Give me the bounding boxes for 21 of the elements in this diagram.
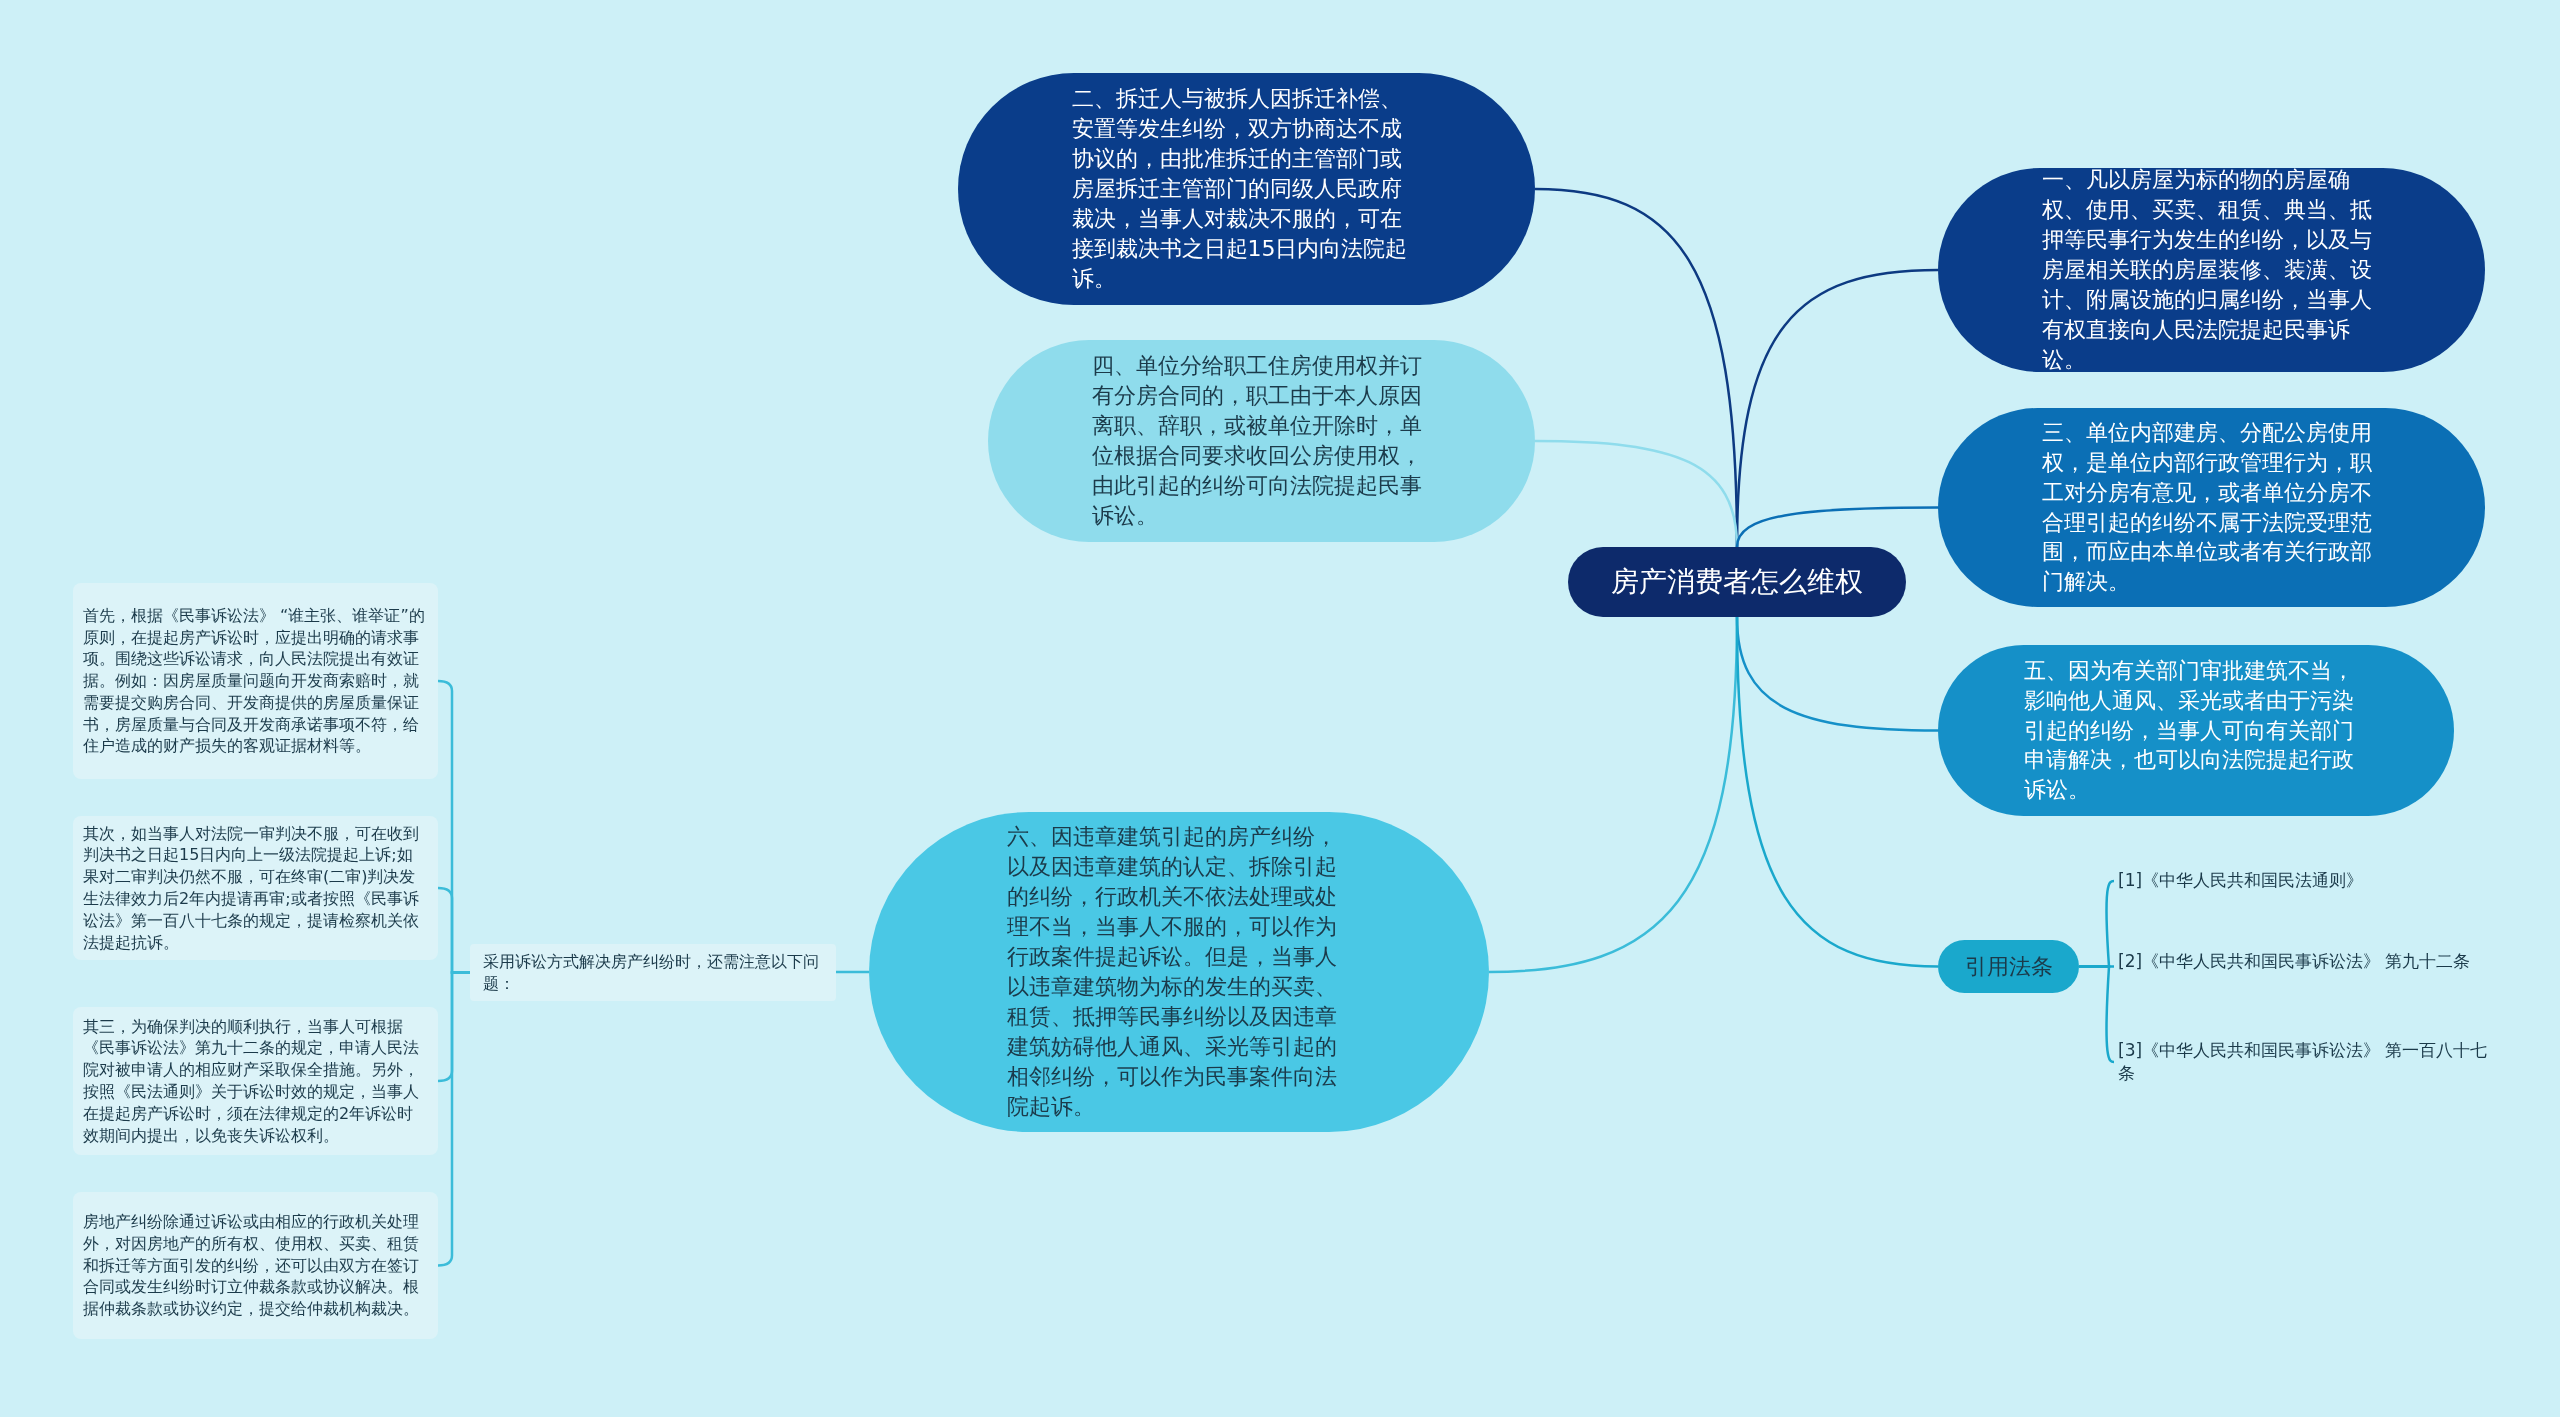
note-box: 房地产纠纷除通过诉讼或由相应的行政机关处理外，对因房地产的所有权、使用权、买卖、租赁和拆迁等方面引发的纠纷，还可以由双方在签订合同或发生纠纷时订立仲裁条款或协议解决。根据仲裁条款或协议约定，提交给仲裁机构裁决。 [73,1192,438,1339]
branch-pill: 六、因违章建筑引起的房产纠纷，以及因违章建筑的认定、拆除引起的纠纷，行政机关不依法处理或处理不当，当事人不服的，可以作为行政案件提起诉讼。但是，当事人以违章建筑物为标的发生的买卖、租赁、抵押等民事纠纷以及因违章建筑妨碍他人通风、采光等引起的相邻纠纷，可以作为民事案件向法院起诉。 [869,812,1489,1132]
connector-line [1735,616,1939,968]
note-box: 其三，为确保判决的顺利执行，当事人可根据《民事诉讼法》第九十二条的规定，申请人民法院对被申请人的相应财产采取保全措施。另外，按照《民法通则》关于诉讼时效的规定，当事人在提起房产诉讼时，须在法律规定的2年诉讼时效期间内提出，以免丧失诉讼权利。 [73,1007,438,1155]
branch-pill: 三、单位内部建房、分配公房使用权，是单位内部行政管理行为，职工对分房有意见，或者单位分房不合理引起的纠纷不属于法院受理范围，而应由本单位或者有关行政部门解决。 [1938,408,2485,607]
connector-line [437,971,470,1267]
reference-text: [3]《中华人民共和国民事诉讼法》 第一百八十七条 [2118,1036,2488,1088]
note-box: 其次，如当事人对法院一审判决不服，可在收到判决书之日起15日内向上一级法院提起上诉;如果对二审判决仍然不服，可在终审(二审)判决发生法律效力后2年内提请再审;或者按照《民事诉讼法》第一百八十七条的规定，提请检察机关依法提起抗诉。 [73,816,438,960]
note-box: 采用诉讼方式解决房产纠纷时，还需注意以下问题： [470,944,836,1001]
branch-pill: 二、拆迁人与被拆人因拆迁补偿、安置等发生纠纷，双方协商达不成协议的，由批准拆迁的主管部门或房屋拆迁主管部门的同级人民政府裁决，当事人对裁决不服的，可在接到裁决书之日起15日内向法院起诉。 [958,73,1535,305]
branch-pill: 五、因为有关部门审批建筑不当，影响他人通风、采光或者由于污染引起的纠纷，当事人可向有关部门申请解决，也可以向法院提起行政诉讼。 [1938,645,2454,816]
connector-line [1735,506,1938,548]
connector-line [836,970,869,974]
reference-text: [2]《中华人民共和国民事诉讼法》 第九十二条 [2118,936,2488,988]
note-box: 首先，根据《民事诉讼法》 “谁主张、谁举证”的原则，在提起房产诉讼时，应提出明确的请求事项。围绕这些诉讼请求，向人民法院提出有效证据。例如：因房屋质量问题向开发商索赔时，就需要提交购房合同、开发商提供的房屋质量保证书，房屋质量与合同及开发商承诺事项不符，给住户造成的财产损失的客观证据材料等。 [73,583,438,779]
branch-pill: 一、凡以房屋为标的物的房屋确权、使用、买卖、租赁、典当、抵押等民事行为发生的纠纷，以及与房屋相关联的房屋装修、装潢、设计、附属设施的归属纠纷，当事人有权直接向人民法院提起民事诉讼。 [1938,168,2485,372]
branch-pill: 四、单位分给职工住房使用权并订有分房合同的，职工由于本人原因离职、辞职，或被单位开除时，单位根据合同要求收回公房使用权，由此引起的纠纷可向法院提起民事诉讼。 [988,340,1535,542]
connector-line [2079,965,2115,1064]
reference-text: [1]《中华人民共和国民法通则》 [2118,866,2488,896]
topic-pill: 房产消费者怎么维权 [1568,547,1906,617]
topic-pill: 引用法条 [1938,940,2079,993]
